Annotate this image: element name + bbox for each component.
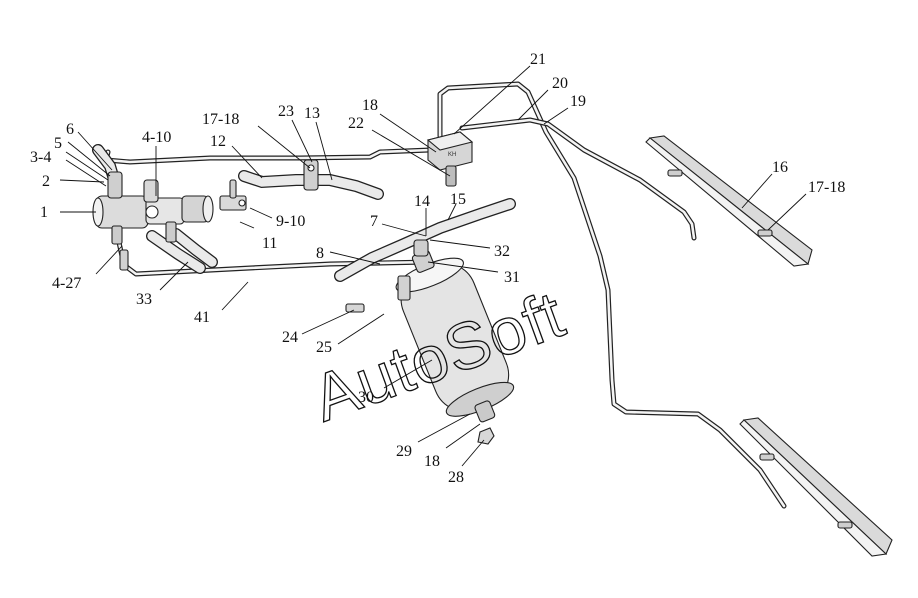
leader-lines <box>59 65 807 467</box>
callout-4-10: 4-10 <box>142 129 171 146</box>
callout-20: 20 <box>552 75 568 92</box>
callout-12: 12 <box>210 133 226 150</box>
callout-24: 24 <box>282 329 298 346</box>
callout-5: 5 <box>54 135 62 152</box>
callout-7: 7 <box>370 213 378 230</box>
callout-19: 19 <box>570 93 586 110</box>
callout-3-4: 3-4 <box>30 149 51 166</box>
callout-1: 1 <box>40 204 48 221</box>
callout-33: 33 <box>136 291 152 308</box>
callout-11: 11 <box>262 235 277 252</box>
booster-cylinder <box>395 250 515 423</box>
valve-block: KH <box>426 131 474 187</box>
callout-15: 15 <box>450 191 466 208</box>
callout-17-18-upper: 17-18 <box>202 111 239 128</box>
callout-30: 30 <box>358 389 374 406</box>
callout-6: 6 <box>66 121 74 138</box>
callout-23: 23 <box>278 103 294 120</box>
bracket-lower <box>739 417 893 557</box>
callout-31: 31 <box>504 269 520 286</box>
callout-17-18-lower: 17-18 <box>808 179 845 196</box>
callout-21: 21 <box>530 51 546 68</box>
callout-4-27: 4-27 <box>52 275 81 292</box>
callout-2: 2 <box>42 173 50 190</box>
callout-25: 25 <box>316 339 332 356</box>
callout-9-10: 9-10 <box>276 213 305 230</box>
callout-41: 41 <box>194 309 210 326</box>
callout-18-upper: 18 <box>362 97 378 114</box>
callout-32: 32 <box>494 243 510 260</box>
callout-8: 8 <box>316 245 324 262</box>
callout-22: 22 <box>348 115 364 132</box>
bracket-upper <box>645 135 813 267</box>
callout-29: 29 <box>396 443 412 460</box>
pushrod-clevis <box>219 179 247 211</box>
callout-labels: 1 2 3-4 5 6 4-10 12 17-18 23 13 18 22 21… <box>30 51 845 486</box>
callout-16: 16 <box>772 159 788 176</box>
svg-text:KH: KH <box>448 152 456 158</box>
callout-18-lower: 18 <box>424 453 440 470</box>
callout-28: 28 <box>448 469 464 486</box>
callout-13: 13 <box>304 105 320 122</box>
tank-fittings <box>345 239 495 445</box>
callout-14: 14 <box>414 193 430 210</box>
